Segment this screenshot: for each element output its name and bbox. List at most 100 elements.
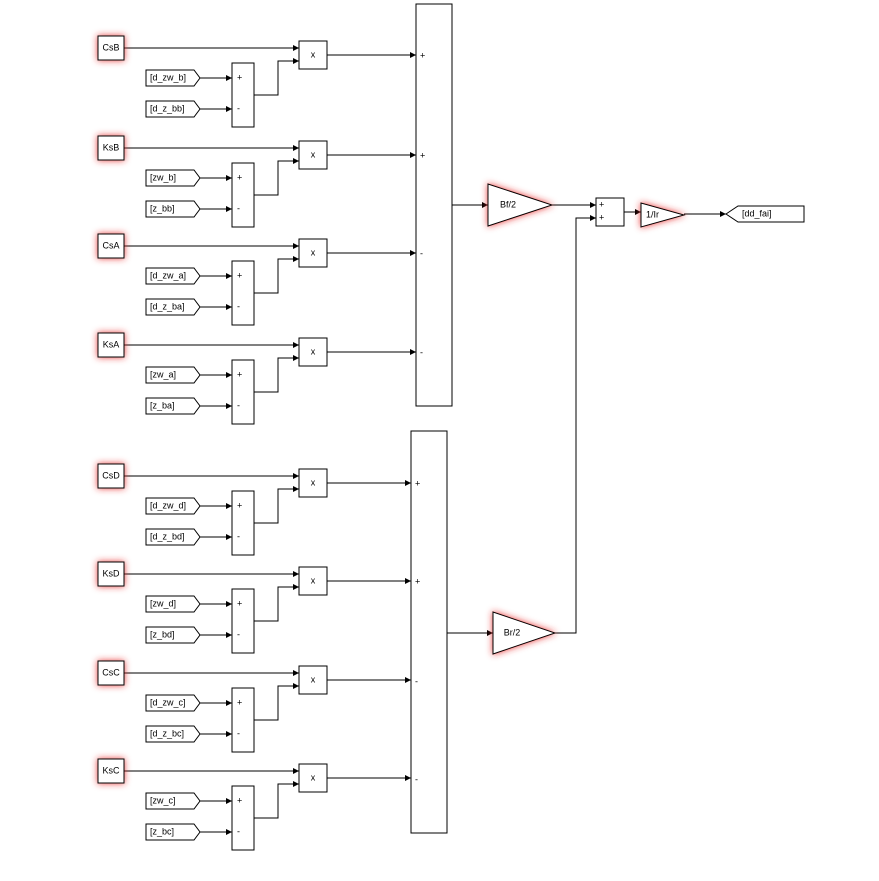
- from-tag-label: [d_z_bb]: [150, 103, 185, 113]
- arrowhead: [226, 372, 232, 378]
- front-sum-sign: +: [420, 50, 425, 60]
- signal-lines: [124, 45, 726, 835]
- gain-bf2-label: Bf/2: [500, 199, 516, 209]
- sum-block[interactable]: [231, 490, 255, 556]
- front-sum-sign: -: [420, 248, 423, 258]
- from-tag-block[interactable]: [145, 298, 201, 316]
- arrowhead: [487, 630, 493, 636]
- from-tag-block[interactable]: [145, 366, 201, 384]
- sum-block[interactable]: [231, 62, 255, 128]
- from-tag-label: [zw_d]: [150, 598, 176, 608]
- sum-sign-minus: -: [237, 203, 240, 213]
- arrowhead: [226, 601, 232, 607]
- arrowhead: [226, 175, 232, 181]
- from-tag-block[interactable]: [145, 595, 201, 613]
- final-sum-block[interactable]: [595, 197, 625, 227]
- product-block[interactable]: [298, 665, 328, 695]
- from-tag-block[interactable]: [145, 823, 201, 841]
- product-block[interactable]: [298, 763, 328, 793]
- sum-block[interactable]: [231, 785, 255, 851]
- from-tag-block[interactable]: [145, 69, 201, 87]
- product-block[interactable]: [298, 140, 328, 170]
- gain-block-ksb[interactable]: [97, 135, 125, 161]
- gain-block-csc[interactable]: [97, 660, 125, 686]
- goto-tag-block[interactable]: [725, 205, 805, 223]
- sum-block[interactable]: [231, 162, 255, 228]
- gain-br2-block[interactable]: [492, 611, 557, 655]
- gain-inertia-block[interactable]: [640, 202, 686, 228]
- arrowhead: [293, 243, 299, 249]
- blocks: CsB[d_zw_b][d_z_bb]+-xKsB[zw_b][z_bb]+-x…: [97, 3, 805, 851]
- arrowhead: [405, 480, 411, 486]
- from-tag-label: [d_z_bc]: [150, 728, 184, 738]
- from-tag-block[interactable]: [145, 267, 201, 285]
- gain-block-csa[interactable]: [97, 233, 125, 259]
- from-tag-block[interactable]: [145, 100, 201, 118]
- sum-sign-plus: +: [237, 270, 242, 280]
- gain-block-csd[interactable]: [97, 463, 125, 489]
- gain-block-ksa[interactable]: [97, 332, 125, 358]
- from-tag-block[interactable]: [145, 497, 201, 515]
- sum-sign-plus: +: [237, 500, 242, 510]
- signal-line: [254, 60, 299, 96]
- gain-block-label: KsA: [103, 339, 120, 349]
- product-block[interactable]: [298, 238, 328, 268]
- rear-sum-block[interactable]: [410, 430, 448, 834]
- sum-block[interactable]: [231, 588, 255, 654]
- from-tag-block[interactable]: [145, 725, 201, 743]
- front-sum-block[interactable]: [415, 3, 453, 407]
- arrowhead: [226, 731, 232, 737]
- product-block[interactable]: [298, 40, 328, 70]
- signal-line: [254, 783, 299, 819]
- product-block[interactable]: [298, 337, 328, 367]
- product-label: x: [311, 477, 316, 487]
- product-block[interactable]: [298, 468, 328, 498]
- gain-block-label: CsA: [102, 240, 119, 250]
- arrowhead: [226, 273, 232, 279]
- sum-sign-plus: +: [237, 795, 242, 805]
- arrowhead: [293, 683, 299, 689]
- product-label: x: [311, 772, 316, 782]
- gain-block-label: KsB: [103, 142, 120, 152]
- sum-block[interactable]: [231, 687, 255, 753]
- sum-block[interactable]: [231, 359, 255, 425]
- from-tag-block[interactable]: [145, 626, 201, 644]
- product-label: x: [311, 49, 316, 59]
- arrowhead: [226, 403, 232, 409]
- arrowhead: [293, 45, 299, 51]
- gain-block-ksc[interactable]: [97, 758, 125, 784]
- gain-bf2-block[interactable]: [487, 183, 554, 227]
- gain-block-label: CsC: [102, 667, 120, 677]
- gain-block-csb[interactable]: [97, 35, 125, 61]
- from-tag-block[interactable]: [145, 169, 201, 187]
- product-label: x: [311, 575, 316, 585]
- arrowhead: [293, 256, 299, 262]
- product-label: x: [311, 346, 316, 356]
- arrowhead: [293, 781, 299, 787]
- arrowhead: [405, 578, 411, 584]
- arrowhead: [410, 52, 416, 58]
- from-tag-label: [d_zw_d]: [150, 500, 186, 510]
- gain-block-ksd[interactable]: [97, 561, 125, 587]
- from-tag-block[interactable]: [145, 397, 201, 415]
- from-tag-block[interactable]: [145, 528, 201, 546]
- from-tag-block[interactable]: [145, 200, 201, 218]
- sum-block[interactable]: [231, 260, 255, 326]
- signal-line: [254, 586, 299, 622]
- arrowhead: [293, 355, 299, 361]
- signal-line: [254, 685, 299, 721]
- from-tag-block[interactable]: [145, 792, 201, 810]
- sum-sign-minus: -: [237, 103, 240, 113]
- product-block[interactable]: [298, 566, 328, 596]
- arrowhead: [226, 75, 232, 81]
- from-tag-block[interactable]: [145, 694, 201, 712]
- sum-sign-plus: +: [237, 697, 242, 707]
- from-tag-label: [d_z_bd]: [150, 531, 185, 541]
- final-sum-sign: +: [599, 199, 604, 209]
- product-label: x: [311, 149, 316, 159]
- arrowhead: [226, 534, 232, 540]
- arrowhead: [293, 145, 299, 151]
- from-tag-label: [zw_c]: [150, 795, 176, 805]
- arrowhead: [720, 211, 726, 217]
